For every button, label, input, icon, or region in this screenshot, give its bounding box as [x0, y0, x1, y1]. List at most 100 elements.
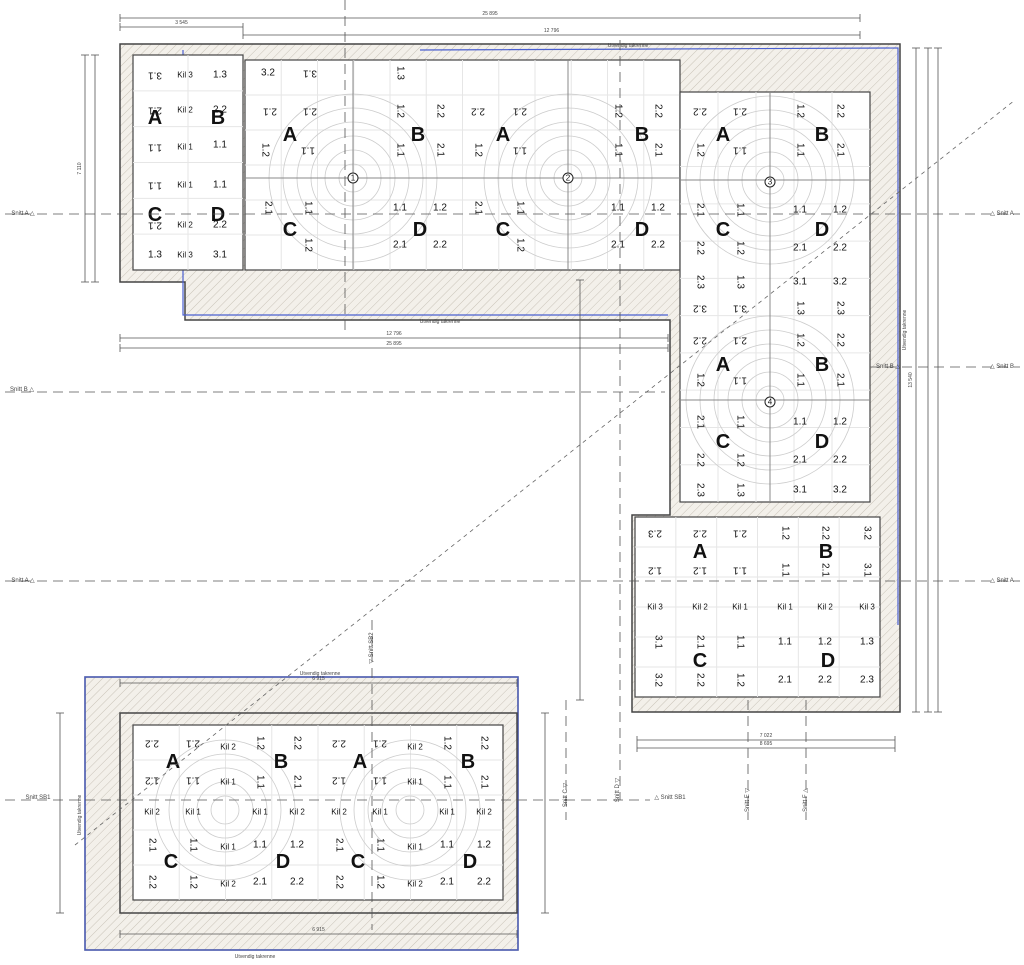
zone-label-b: B [815, 124, 829, 146]
slope-cell-label: 1.2 [735, 453, 746, 467]
slope-cell-label: 1.1 [440, 840, 454, 851]
slope-cell-label: 2.2 [145, 738, 159, 749]
slope-cell-label: 1.1 [778, 637, 792, 648]
slope-cell-label: Kil 3 [859, 603, 875, 612]
roof-drain-4-number: 4 [768, 398, 773, 407]
slope-cell-label: 2.3 [648, 528, 662, 539]
balcony-label-lower-bottom: Utvendig takrenne [235, 954, 276, 960]
slope-cell-label: 1.2 [332, 775, 346, 786]
slope-cell-label: 1.2 [375, 875, 386, 889]
balcony-label-top: Utvendig takrenne [608, 43, 649, 49]
slope-cell-label: 1.2 [695, 373, 706, 387]
slope-cell-label: 1.2 [648, 565, 662, 576]
section-label-sb2: ▽ Snitt SB2 [369, 632, 375, 664]
slope-cell-label: 1.1 [303, 201, 314, 215]
slope-cell-label: Kil 2 [177, 106, 193, 115]
slope-contour [339, 739, 481, 881]
slope-cell-label: 1.2 [795, 104, 806, 118]
slope-cell-label: 1.1 [253, 840, 267, 851]
slope-cell-label: 3.1 [793, 485, 807, 496]
slope-cell-label: 2.2 [693, 528, 707, 539]
slope-cell-label: 1.2 [780, 526, 791, 540]
slope-cell-label: 2.1 [513, 106, 527, 117]
slope-cell-label: 1.2 [795, 333, 806, 347]
slope-cell-label: 2.2 [820, 526, 831, 540]
zone-label-a: A [693, 541, 707, 563]
slope-cell-label: 3.2 [693, 303, 707, 314]
slope-cell-label: 1.1 [148, 142, 162, 153]
slope-cell-label: 1.2 [735, 241, 746, 255]
slope-cell-label: 1.3 [795, 301, 806, 315]
slope-cell-label: 3.1 [148, 70, 162, 81]
slope-cell-label: 1.2 [515, 238, 526, 252]
slope-cell-label: 2.2 [695, 453, 706, 467]
roof-field-north-grid [245, 60, 680, 270]
slope-cell-label: 2.1 [793, 243, 807, 254]
zone-label-a: A [166, 751, 180, 773]
slope-contour [367, 767, 453, 853]
slope-cell-label: 3.2 [862, 526, 873, 540]
zone-label-b: B [815, 354, 829, 376]
slope-cell-label: 2.1 [778, 675, 792, 686]
slope-cell-label: Kil 1 [777, 603, 793, 612]
section-label-c: Snitt C ▽ [563, 782, 569, 807]
slope-cell-label: 1.1 [733, 145, 747, 156]
slope-cell-label: 1.2 [477, 840, 491, 851]
zone-label-c: C [283, 219, 297, 241]
section-label-e: Snitt E ▽ [745, 788, 751, 812]
slope-cell-label: 1.3 [395, 66, 406, 80]
slope-cell-label: 1.2 [695, 143, 706, 157]
kil-field-southeast-grid [635, 517, 880, 697]
section-label-a-west: Snitt A △ [11, 578, 35, 584]
zone-label-b: B [211, 107, 225, 129]
slope-cell-label: 2.1 [733, 106, 747, 117]
slope-cell-label: 1.1 [735, 203, 746, 217]
slope-cell-label: 1.2 [395, 104, 406, 118]
slope-cell-label: 1.2 [693, 565, 707, 576]
balcony-label-north: Utvendig takrenne [420, 319, 461, 325]
zone-label-d: D [463, 851, 477, 873]
slope-cell-label: 2.2 [835, 333, 846, 347]
slope-cell-label: 2.1 [473, 201, 484, 215]
slope-cell-label: 1.1 [793, 205, 807, 216]
zone-label-a: A [353, 751, 367, 773]
slope-cell-label: 2.3 [695, 275, 706, 289]
slope-cell-label: 2.2 [833, 243, 847, 254]
dimension-lower-top-value: 6 915 [312, 676, 325, 682]
zone-label-c: C [148, 204, 162, 226]
slope-contour [381, 781, 439, 839]
lower-perimeter-line [84, 676, 519, 951]
slope-cell-label: 2.1 [835, 143, 846, 157]
roof-drain-3 [764, 176, 776, 188]
slope-cell-label: 2.1 [263, 201, 274, 215]
slope-cell-label: 1.2 [145, 775, 159, 786]
slope-cell-label: 2.1 [263, 106, 277, 117]
slope-cell-label: 2.2 [695, 241, 706, 255]
slope-cell-label: Kil 3 [647, 603, 663, 612]
slope-cell-label: 1.3 [860, 637, 874, 648]
slope-cell-label: 2.2 [653, 104, 664, 118]
slope-cell-label: 2.2 [332, 738, 346, 749]
slope-cell-label: 2.2 [290, 877, 304, 888]
zone-label-a: A [716, 354, 730, 376]
roof-field-east [679, 91, 871, 503]
slope-cell-label: 2.2 [471, 106, 485, 117]
slope-cell-label: Kil 2 [817, 603, 833, 612]
slope-cell-label: 1.1 [735, 635, 746, 649]
slope-cell-label: 2.1 [733, 335, 747, 346]
zone-label-b: B [819, 541, 833, 563]
slope-cell-label: 3.1 [862, 563, 873, 577]
slope-cell-label: 1.1 [780, 563, 791, 577]
slope-cell-label: 1.2 [613, 104, 624, 118]
slope-cell-label: 2.1 [147, 838, 158, 852]
slope-cell-label: Kil 1 [177, 181, 193, 190]
zone-label-b: B [411, 124, 425, 146]
slope-cell-label: 2.1 [148, 220, 162, 231]
slope-cell-label: 2.1 [440, 877, 454, 888]
slope-cell-label: 1.1 [733, 375, 747, 386]
slope-cell-label: Kil 2 [144, 808, 160, 817]
slope-cell-label: 1.2 [833, 417, 847, 428]
slope-cell-label: 2.1 [292, 775, 303, 789]
zone-label-d: D [211, 204, 225, 226]
